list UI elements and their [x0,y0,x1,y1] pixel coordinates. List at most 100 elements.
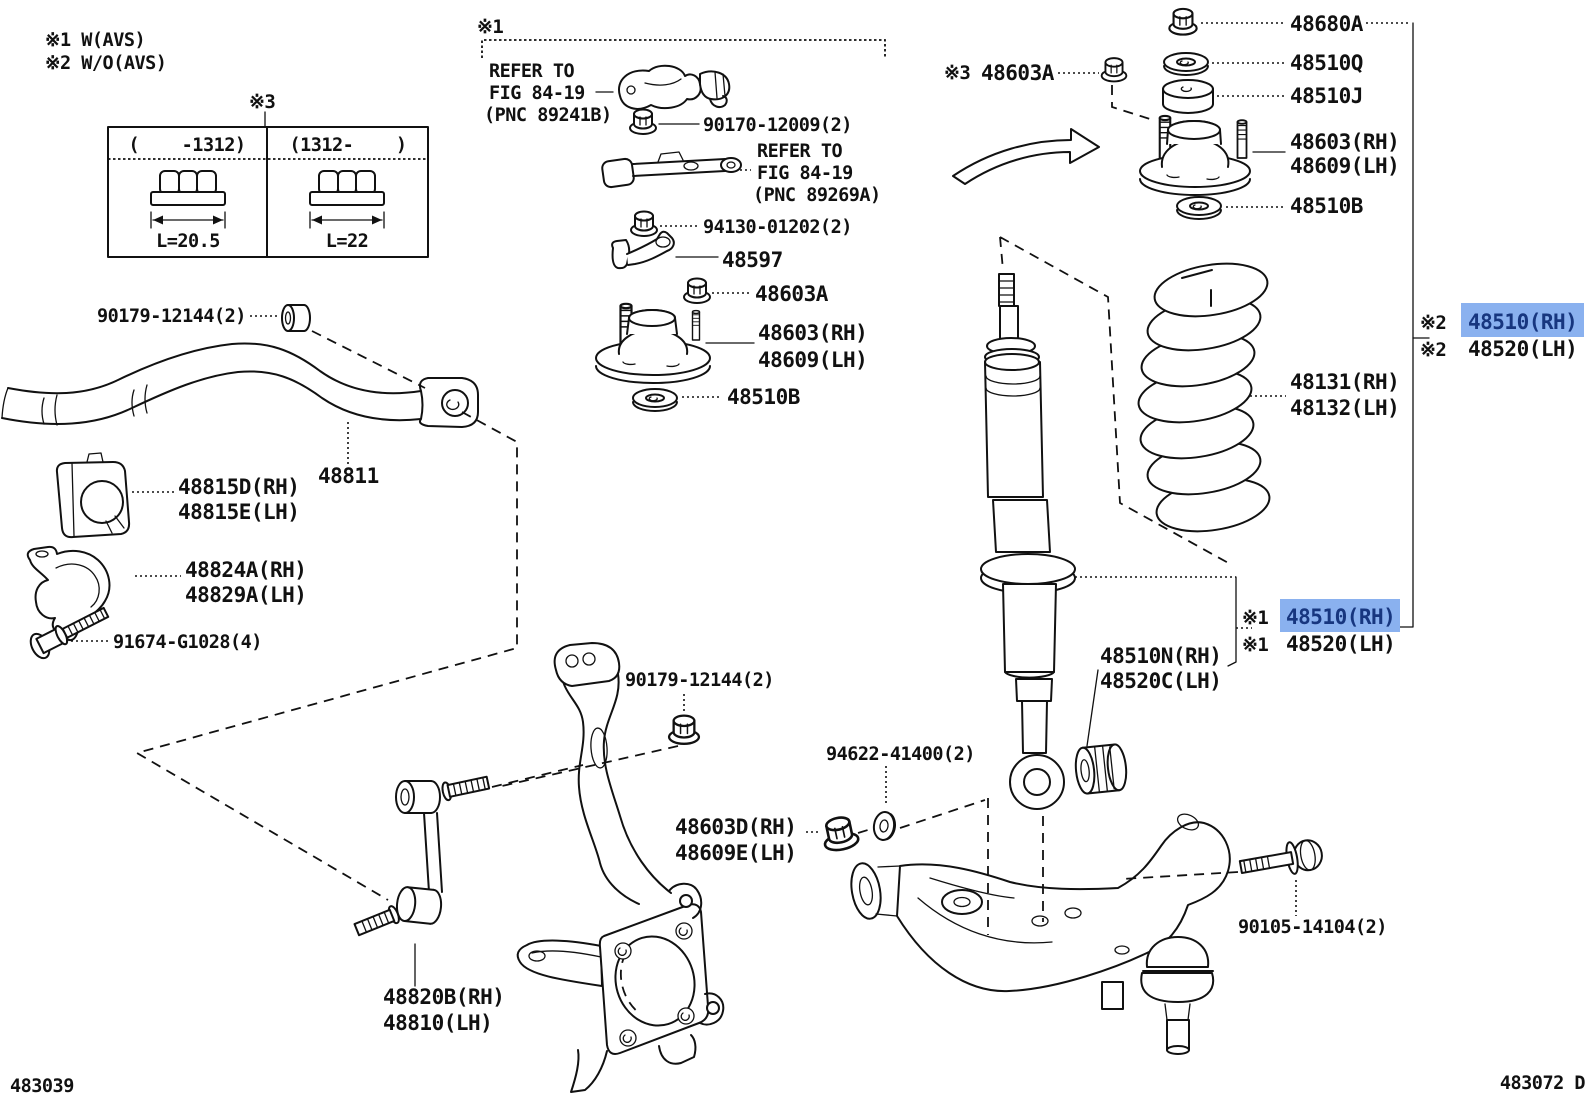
shock-absorber-sketch [980,273,1076,810]
direction-arrow [952,128,1100,185]
label-48810-lh: 48810(LH) [383,1011,492,1035]
stabilizer-bushing-callout: 48815D(RH) 48815E(LH) [132,475,300,524]
nut-90179-sketch [667,714,701,745]
label-48815D-rh: 48815D(RH) [178,475,299,499]
washer-48510Q-sketch [1163,52,1209,76]
stabilizer-bushing-sketch [55,452,131,539]
table-dim-early [150,211,226,229]
label-48811: 48811 [318,464,379,488]
cushion-48510N-callout: 48510N(RH) 48520C(LH) [1086,644,1222,747]
nut-length-table: ※3 ( -1312) (1312- ) L=20.5 L=22 [107,91,429,258]
refer-note-2: (PNC 89269A) [753,185,881,206]
label-48510Q: 48510Q [1290,51,1363,75]
lower-control-arm-sketch [850,813,1231,1055]
bolt-90105-sketch [1238,839,1323,875]
note-w-avs: ※1 W(AVS) [45,30,145,51]
label-48131-rh: 48131(RH) [1290,370,1399,394]
assembly-brackets: ※2 48510(RH) ※2 48520(LH) ※1 48510(RH) ※… [1070,22,1584,667]
table-nut-late [309,170,385,206]
label-48510N-rh: 48510N(RH) [1100,644,1221,668]
label-48815E-lh: 48815E(LH) [178,500,299,524]
label-48520-lh-wo-avs: 48520(LH) [1468,337,1577,361]
figure-code-left: 483039 [10,1076,74,1095]
label-48603-rh: 48603(RH) [1290,130,1399,154]
table-dim-late [309,211,385,229]
table-col1-header: ( -1312) [128,135,245,156]
label-90105-14104: 90105-14104(2) [1238,917,1387,938]
legend-notes: ※1 W(AVS) ※2 W/O(AVS) [45,30,167,74]
label-90179-12144-link: 90179-12144(2) [625,670,774,691]
highlight-48510-w-avs [1280,599,1400,632]
marker-wo-avs: ※2 [1420,339,1446,361]
label-48510B-inset: 48510B [727,385,800,409]
label-48609-lh-inset: 48609(LH) [758,348,867,372]
label-48609E-lh: 48609E(LH) [675,841,796,865]
washer-94622-sketch [872,811,896,841]
stabilizer-bracket-callout: 48824A(RH) 48829A(LH) [135,558,307,607]
lower-mount-hardware: 94622-41400(2) 48603D(RH) 48609E(LH) 901… [675,744,1387,938]
washer-48510B-right-sketch [1176,196,1222,220]
coil-spring-sketch: 48131(RH) 48132(LH) [999,236,1400,566]
label-94622-41400: 94622-41400(2) [826,744,975,765]
figure-code-right: 483072 D [1500,1073,1585,1094]
cushion-48510J-sketch [1162,79,1214,114]
sensor-link-sketch [601,151,742,189]
nut-48603D-sketch [818,813,862,855]
refer-note-2: FIG 84-19 [757,163,853,184]
marker-wo-avs: ※2 [1420,312,1446,334]
label-48603-rh-inset: 48603(RH) [758,321,867,345]
inset-avs-group: ※1 REFER TO FIG 84-19 (PNC 89241B) 90170… [477,16,886,412]
table-col2-length: L=22 [326,231,369,252]
support-dome-inset-sketch [595,302,711,384]
nut-94130-sketch [630,210,658,237]
refer-note-2: REFER TO [757,141,842,162]
label-48609-lh: 48609(LH) [1290,154,1399,178]
stabilizer-link-sketch: 48820B(RH) 48810(LH) [353,775,505,1035]
height-sensor-sketch [617,64,731,110]
label-48510B-right: 48510B [1290,194,1363,218]
label-48520-lh-w-avs: 48520(LH) [1286,632,1395,656]
link-nut-callout: 90179-12144(2) [625,670,774,745]
refer-note-1: (PNC 89241B) [484,105,612,126]
marker-w-avs: ※1 [1242,607,1268,629]
nut-48680A-sketch [1168,7,1198,36]
refer-note-1: REFER TO [489,61,574,82]
cushion-48510N-sketch [1074,743,1128,795]
label-48603A-inset: 48603A [755,282,829,306]
label-48520C-lh: 48520C(LH) [1100,669,1221,693]
table-col2-header: (1312- ) [289,135,406,156]
label-48510-rh-w-avs: 48510(RH) [1286,605,1395,629]
stabilizer-bar-sketch: 90179-12144(2) 48811 [1,304,479,488]
highlight-48510-wo-avs [1461,303,1584,337]
label-48510J: 48510J [1290,84,1363,108]
label-94130-01202: 94130-01202(2) [703,217,852,238]
refer-note-1: FIG 84-19 [489,83,585,104]
label-90179-12144-bar: 90179-12144(2) [97,306,246,327]
label-48597: 48597 [722,248,783,272]
label-48680A: 48680A [1290,12,1364,36]
bushing-90179-sketch [281,304,311,332]
washer-48510B-inset-sketch [632,388,678,412]
nut-90170-sketch [629,108,657,135]
label-91674-G1028: 91674-G1028(4) [113,632,262,653]
label-48829A-lh: 48829A(LH) [185,583,306,607]
table-marker: ※3 [249,91,275,113]
bolt-91674-sketch [29,606,110,660]
table-col1-length: L=20.5 [156,231,220,252]
label-48132-lh: 48132(LH) [1290,396,1399,420]
label-48603A-top: 48603A [981,61,1055,85]
marker3-48603A: ※3 [944,62,970,84]
plate-48597-sketch [611,230,675,270]
label-48824A-rh: 48824A(RH) [185,558,306,582]
note-wo-avs: ※2 W/O(AVS) [45,53,166,74]
nut-48603A-top-sketch [1100,57,1128,83]
steering-knuckle-sketch [516,642,725,1093]
bolt-91674-callout: 91674-G1028(4) [66,632,262,653]
support-stack: 48680A ※3 48603A 48510Q 48510J [944,7,1411,220]
label-48603D-rh: 48603D(RH) [675,815,796,839]
label-90170-12009: 90170-12009(2) [703,115,852,136]
nut-48603A-inset-sketch [683,277,711,304]
table-nut-early [150,170,226,206]
marker-w-avs: ※1 [1242,634,1268,656]
